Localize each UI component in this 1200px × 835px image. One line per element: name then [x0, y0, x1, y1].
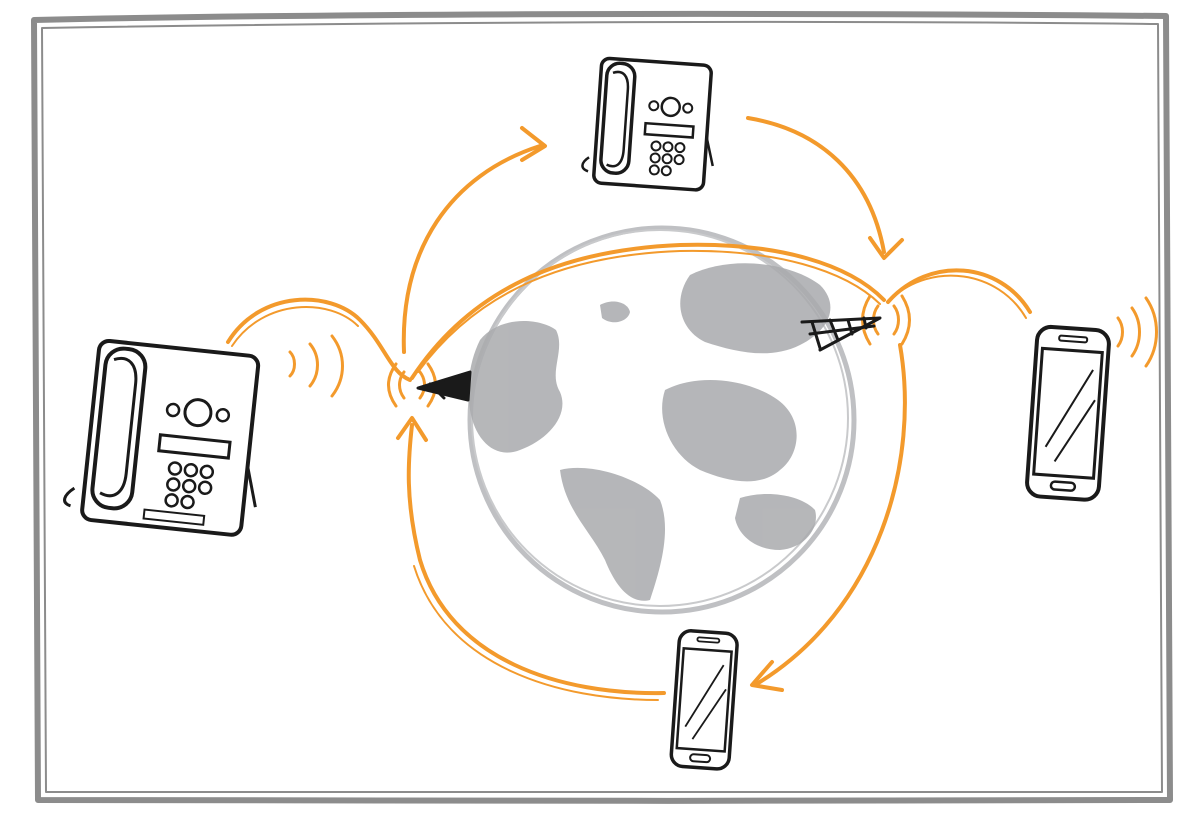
link-over-globe: [410, 242, 886, 380]
desk-phone-left-icon: [63, 338, 261, 537]
cell-tower-left-icon: [416, 370, 472, 402]
desk-phone-top-icon: [581, 56, 714, 192]
link-smartphone-bottom-to-tower-left: [406, 423, 666, 696]
signal-smartphone-right-icon: [1116, 296, 1158, 368]
sketch-frame: [31, 10, 1173, 804]
link-tower-left-to-phone-top: [401, 144, 542, 354]
cell-tower-right-icon: [800, 316, 882, 352]
link-tower-right-to-smartphone-bottom: [753, 343, 907, 687]
link-phone-top-to-tower-right: [746, 116, 886, 254]
connections: [226, 116, 1032, 701]
arrowhead-to-smartphone-bottom: [750, 660, 784, 692]
continents: [468, 263, 831, 601]
signal-phone-left-icon: [288, 334, 344, 398]
arrowheads: [396, 126, 904, 692]
globe-icon: [467, 225, 857, 615]
smartphone-bottom-icon: [669, 629, 739, 771]
signal-tower-left-icon: [387, 362, 437, 408]
smartphone-right-icon: [1025, 324, 1111, 502]
signal-waves: [288, 294, 1158, 408]
arrowhead-to-tower-right: [868, 236, 904, 260]
arrowhead-to-tower-left: [396, 416, 428, 442]
arrowhead-to-phone-top: [520, 126, 547, 162]
link-phone-left-to-tower-left: [226, 297, 412, 382]
